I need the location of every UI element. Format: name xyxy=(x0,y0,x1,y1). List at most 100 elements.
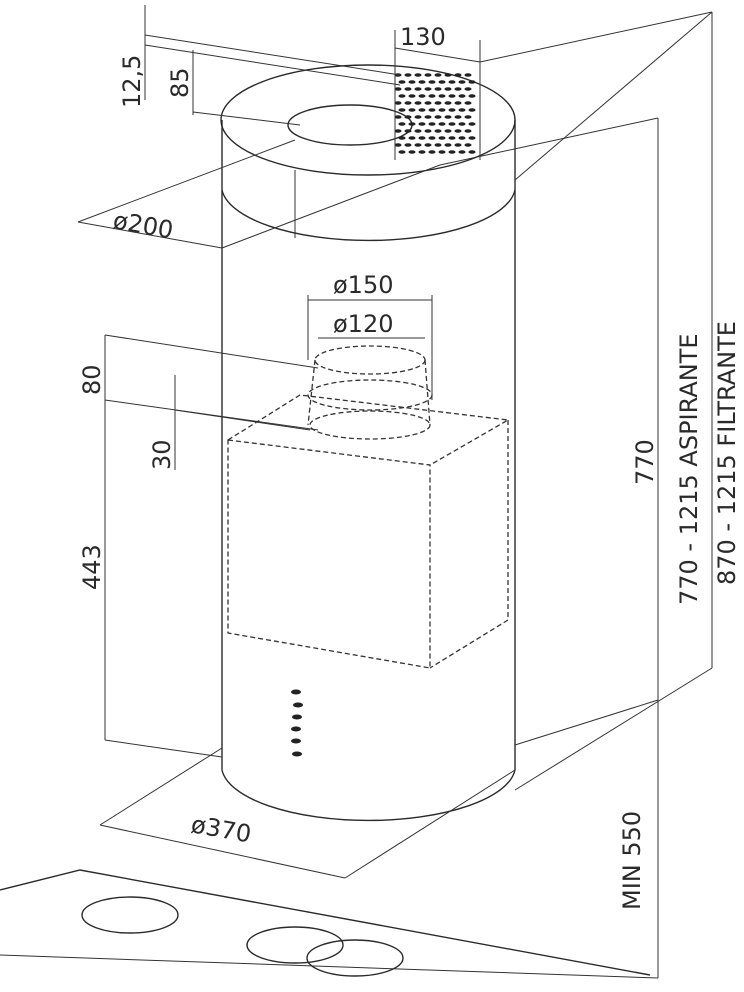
dim-collar-offset: 30 xyxy=(148,439,176,470)
grille-slot xyxy=(464,129,472,133)
grille-slot xyxy=(408,80,416,84)
led-indicator xyxy=(291,726,301,732)
grille-slot xyxy=(454,87,462,91)
grille-slot xyxy=(394,87,402,91)
led-indicator xyxy=(292,714,302,720)
grille-slot xyxy=(414,87,422,91)
grille-slot xyxy=(468,94,476,98)
grille-slot xyxy=(398,136,406,140)
grille-slot xyxy=(454,73,462,77)
grille-slot xyxy=(448,122,456,126)
dim-body-height: 770 xyxy=(631,439,659,485)
led-indicator xyxy=(291,738,301,744)
grille-slot xyxy=(444,115,452,119)
dim-body-diameter: ø370 xyxy=(189,810,253,848)
led-indicator xyxy=(291,689,301,695)
grille-slot xyxy=(464,87,472,91)
dim-outlet-depth: 85 xyxy=(166,67,194,98)
led-indicator xyxy=(292,751,302,757)
grille-slot xyxy=(414,143,422,147)
control-lights xyxy=(291,689,303,757)
dim-outlet-width: 130 xyxy=(400,23,446,51)
grille-slot xyxy=(468,150,476,154)
grille-slot xyxy=(424,73,432,77)
grille-slot xyxy=(464,115,472,119)
grille-slot xyxy=(438,94,446,98)
grille-slot xyxy=(428,150,436,154)
grille-slot xyxy=(468,122,476,126)
grille-slot xyxy=(468,108,476,112)
grille-slot xyxy=(458,122,466,126)
grille-slot xyxy=(404,73,412,77)
grille-slot xyxy=(418,136,426,140)
grille-slot xyxy=(408,108,416,112)
grille-slot xyxy=(424,143,432,147)
grille-slot xyxy=(404,143,412,147)
grille-slot xyxy=(434,115,442,119)
grille-slot xyxy=(464,101,472,105)
grille-slot xyxy=(404,87,412,91)
grille-slot xyxy=(394,101,402,105)
grille-slot xyxy=(444,101,452,105)
grille-slot xyxy=(458,108,466,112)
grille-slot xyxy=(424,129,432,133)
grille-slot xyxy=(438,108,446,112)
vent-grille xyxy=(394,73,476,154)
grille-slot xyxy=(448,80,456,84)
grille-slot xyxy=(458,136,466,140)
grille-slot xyxy=(434,101,442,105)
grille-slot xyxy=(434,87,442,91)
cooktop xyxy=(0,869,651,977)
grille-slot xyxy=(404,101,412,105)
grille-slot xyxy=(448,136,456,140)
dim-min-clearance: MIN 550 xyxy=(618,811,646,910)
dim-collar-outer: ø150 xyxy=(333,271,394,299)
grille-slot xyxy=(434,129,442,133)
grille-slot xyxy=(398,108,406,112)
grille-slot xyxy=(434,73,442,77)
grille-slot xyxy=(418,94,426,98)
grille-slot xyxy=(418,80,426,84)
grille-slot xyxy=(458,94,466,98)
burner xyxy=(306,939,404,977)
grille-slot xyxy=(424,101,432,105)
dim-range-extraction: 770 - 1215 ASPIRANTE xyxy=(675,333,703,605)
grille-slot xyxy=(444,143,452,147)
burner xyxy=(81,896,179,934)
grille-slot xyxy=(404,129,412,133)
grille-slot xyxy=(438,122,446,126)
outlet-hole xyxy=(287,104,413,146)
grille-slot xyxy=(448,108,456,112)
grille-slot xyxy=(404,115,412,119)
grille-slot xyxy=(418,150,426,154)
grille-slot xyxy=(428,80,436,84)
grille-slot xyxy=(414,101,422,105)
grille-slot xyxy=(394,115,402,119)
grille-slot xyxy=(468,136,476,140)
grille-slot xyxy=(394,143,402,147)
grille-slot xyxy=(464,73,472,77)
grille-slot xyxy=(414,115,422,119)
grille-slot xyxy=(418,108,426,112)
dimension-lines xyxy=(0,5,713,979)
grille-slot xyxy=(424,87,432,91)
grille-slot xyxy=(428,136,436,140)
led-indicator xyxy=(293,702,303,708)
grille-slot xyxy=(438,136,446,140)
grille-slot xyxy=(428,108,436,112)
collar xyxy=(307,345,433,440)
grille-slot xyxy=(448,150,456,154)
grille-slot xyxy=(444,73,452,77)
grille-slot xyxy=(454,129,462,133)
grille-slot xyxy=(464,143,472,147)
grille-slot xyxy=(454,101,462,105)
hood-body xyxy=(220,64,516,822)
dim-top-offset: 12,5 xyxy=(118,55,146,108)
grille-slot xyxy=(468,80,476,84)
grille-slot xyxy=(438,150,446,154)
grille-slot xyxy=(408,122,416,126)
grille-slot xyxy=(458,150,466,154)
dim-collar-height: 80 xyxy=(78,364,106,395)
